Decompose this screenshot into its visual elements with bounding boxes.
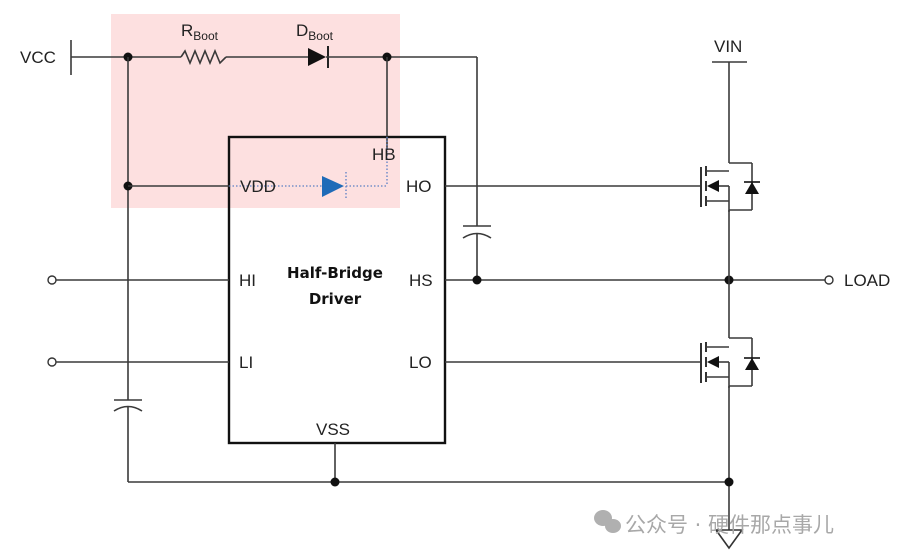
load-label: LOAD [844,271,890,290]
rboot-resistor [180,48,227,66]
wechat-icon [594,510,621,533]
driver-title: Half-Bridge [287,264,383,282]
junction-dot [472,275,482,285]
junction-dot [330,477,340,487]
ground-symbol-icon [714,529,744,550]
rboot-label: RBoot [181,21,219,43]
load-terminal [824,275,834,285]
low-side-mosfet-icon [700,337,760,388]
watermark-text: 公众号 · 硬件那点事儿 [625,513,834,537]
driver-title: Driver [309,290,362,308]
pin-ho-label: HO [406,177,432,196]
pin-vdd-label: VDD [240,177,276,196]
pin-li-label: LI [239,353,253,372]
internal-diode-icon [322,176,344,197]
high-side-mosfet-icon [700,162,760,212]
li-input-terminal [47,357,57,367]
pin-hi-label: HI [239,271,256,290]
dboot-diode-icon [308,48,326,66]
junction-dot [724,477,734,487]
pin-vss-label: VSS [316,420,350,439]
hi-input-terminal [47,275,57,285]
dboot-label: DBoot [296,21,334,43]
bootstrap-highlight-region [111,14,400,208]
pin-hs-label: HS [409,271,433,290]
driver-ic-box [227,135,447,445]
pin-lo-label: LO [409,353,432,372]
vcc-label: VCC [20,48,56,67]
pin-hb-label: HB [372,145,396,164]
vin-label: VIN [714,37,742,56]
